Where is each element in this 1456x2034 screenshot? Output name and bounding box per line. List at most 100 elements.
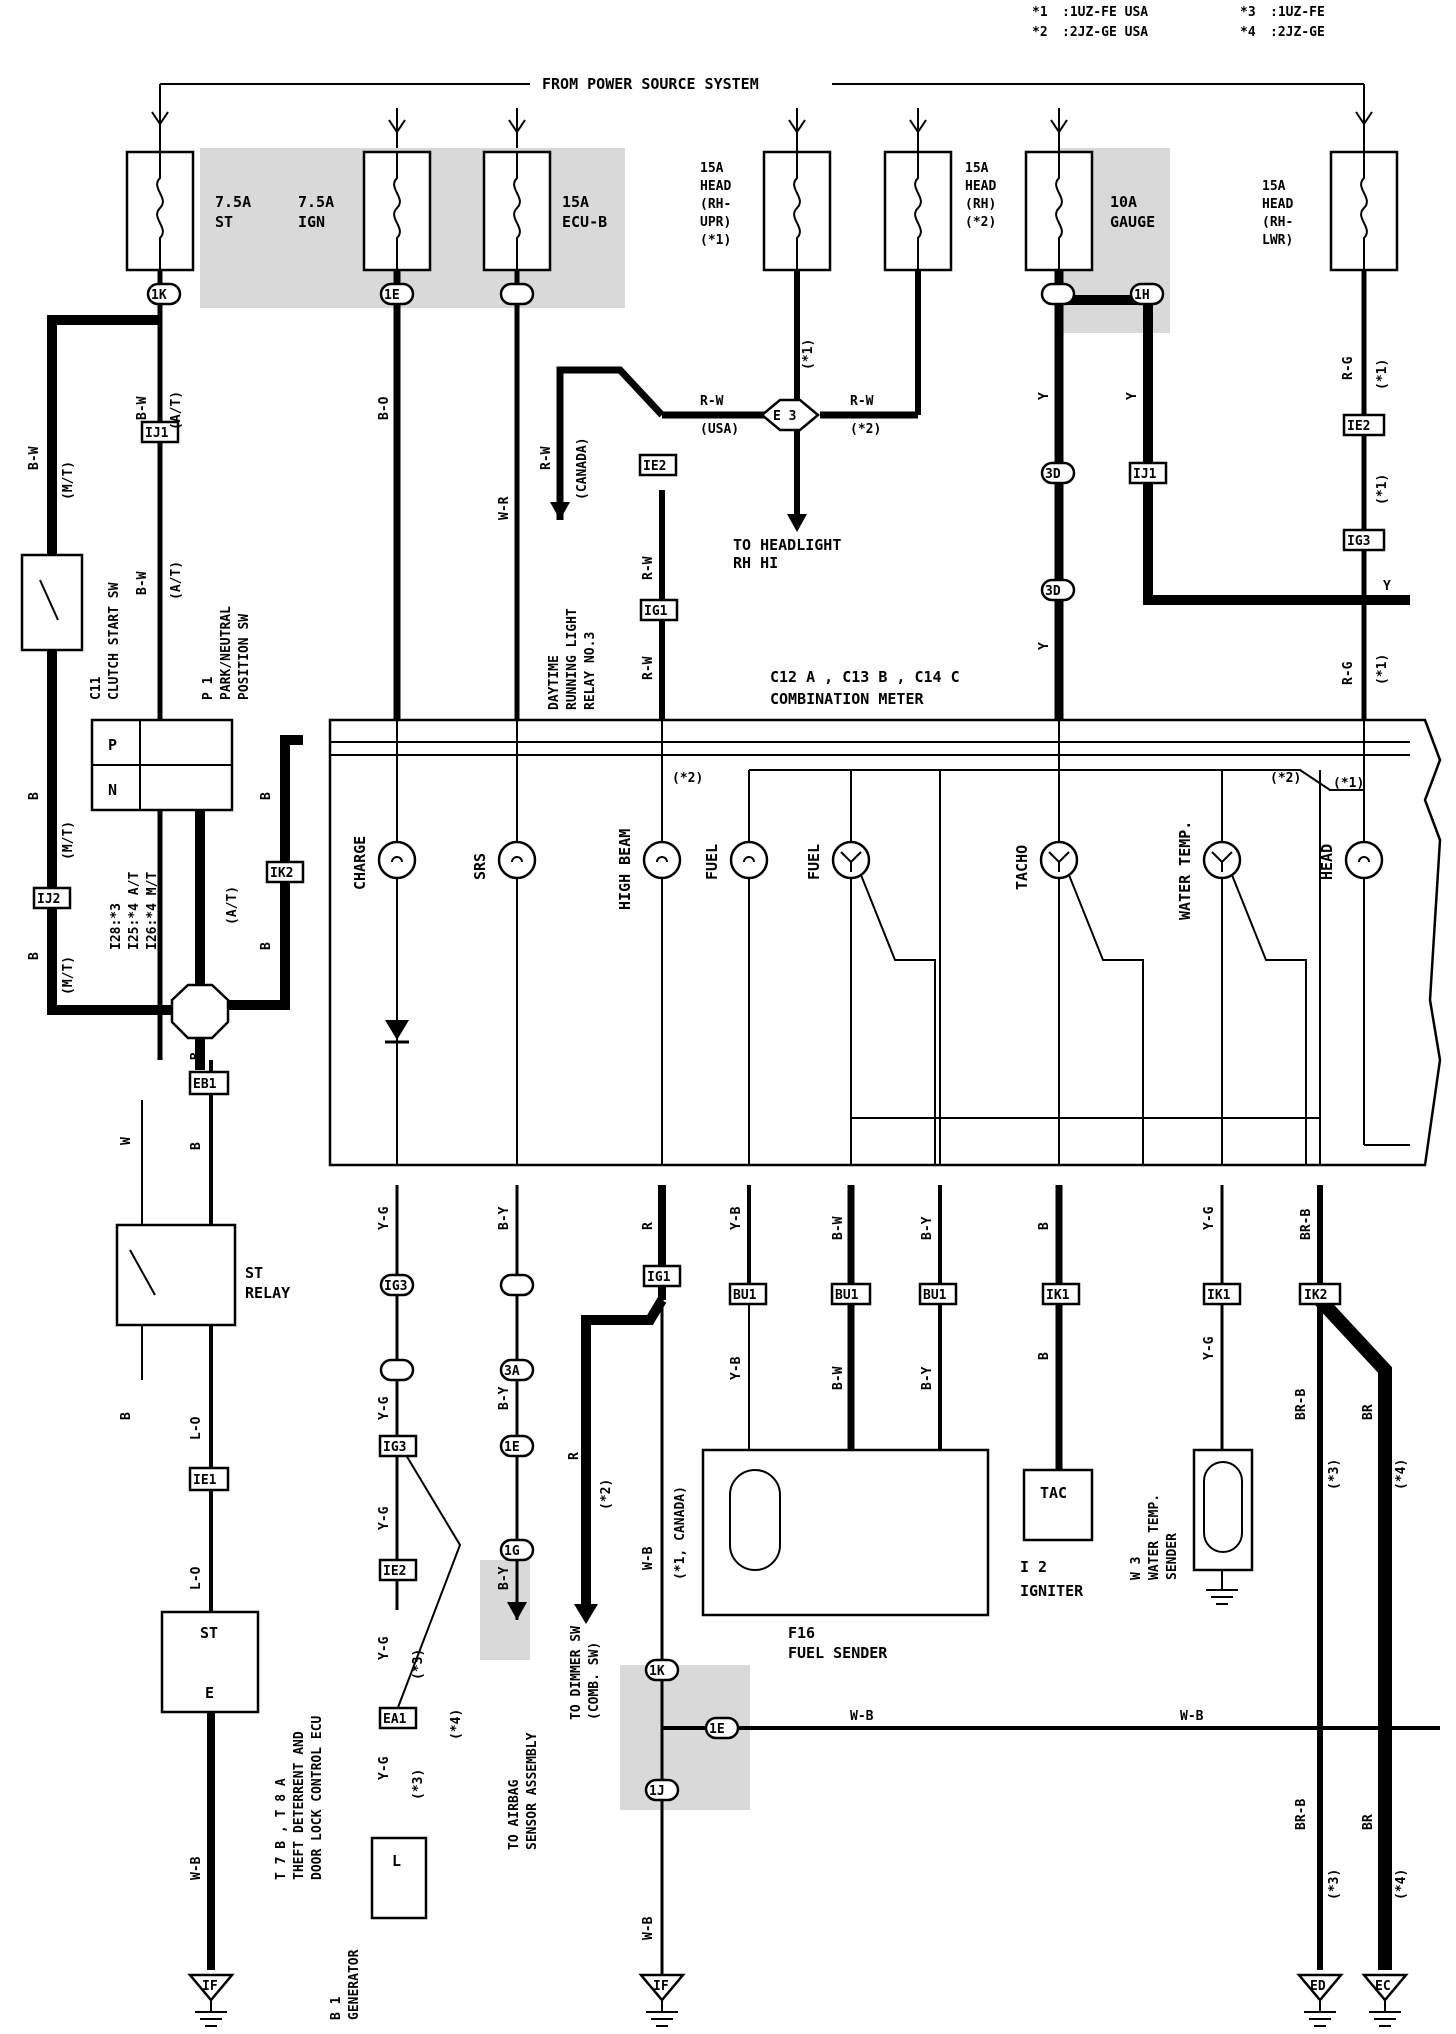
wire-color: B <box>1037 1352 1052 1360</box>
junction-e3: E 3 <box>760 398 820 532</box>
note: (*3) <box>1327 1459 1342 1490</box>
wire-color: Y-G <box>377 1396 392 1420</box>
note: I26:*4 M/T <box>145 872 160 950</box>
connector-label: 3A <box>504 1364 520 1379</box>
connector-label: EA1 <box>383 1712 407 1727</box>
arrow-down-icon <box>550 502 570 520</box>
component-name: DAYTIME <box>547 655 562 710</box>
connector-label: IJ1 <box>1133 467 1157 482</box>
wire-color: Y-G <box>377 1636 392 1660</box>
fuse-st: 7.5A ST <box>125 150 251 272</box>
wire-color: Y <box>1125 392 1140 400</box>
component-name: WATER TEMP. <box>1147 1494 1162 1580</box>
pin-label: L <box>392 1852 401 1870</box>
headlight-rh-hi: TO HEADLIGHT RH HI <box>733 536 841 572</box>
fuse-label: UPR) <box>700 215 731 230</box>
meter-title: COMBINATION METER <box>770 690 924 708</box>
junction-note: I28:*3 I25:*4 A/T I26:*4 M/T <box>109 872 160 950</box>
component-name: TO HEADLIGHT <box>733 536 841 554</box>
connectors <box>32 282 1386 1802</box>
note: (*2) <box>1270 771 1301 786</box>
wire-color: R-W <box>700 394 724 409</box>
fuse-label: 15A <box>965 161 989 176</box>
wire-color: W-B <box>1180 1709 1204 1724</box>
ground-label: EC <box>1375 1979 1391 1994</box>
fuse-ecu-b: 15A ECU-B <box>482 150 607 272</box>
ground-icon: IF <box>187 1973 235 2027</box>
srs-lamp-icon <box>497 840 537 880</box>
wire-color: W-B <box>641 1916 656 1940</box>
component-name: RELAY NO.3 <box>583 632 598 710</box>
wire-color: B-W <box>831 1366 846 1390</box>
fuse-label: 15A <box>700 161 724 176</box>
component-ref: P 1 <box>201 676 216 700</box>
note: (USA) <box>700 422 739 437</box>
connector-label: BU1 <box>733 1288 757 1303</box>
wire-color: W <box>119 1137 134 1145</box>
note: (A/T) <box>169 391 184 430</box>
note: (*4) <box>1394 1869 1409 1900</box>
fuse-ign: 7.5A IGN <box>298 150 432 272</box>
wire-color: B-Y <box>920 1366 935 1390</box>
connector-label: IJ2 <box>37 892 60 907</box>
connector-label: 3D <box>1045 584 1061 599</box>
fuse-name: ECU-B <box>562 213 607 231</box>
legend-text: :1UZ-FE USA <box>1062 5 1148 20</box>
fuse-name: ST <box>215 213 233 231</box>
note: (*1) <box>801 339 816 370</box>
igniter: TAC I 2 IGNITER <box>1020 1468 1094 1600</box>
arrow-down-icon <box>574 1604 598 1624</box>
note: (CANADA) <box>575 437 590 500</box>
note: I28:*3 <box>109 903 124 950</box>
pin-label: TAC <box>1040 1484 1067 1502</box>
wire-color: B-W <box>27 446 42 470</box>
wire-color: Y-G <box>377 1756 392 1780</box>
fuse-head-rh-upr: 15A HEAD (RH- UPR) (*1) <box>700 150 832 272</box>
connector-label: IK2 <box>270 866 293 881</box>
wire-color: B-W <box>831 1216 846 1240</box>
note: (*1) <box>1333 776 1364 791</box>
tacho-gauge-icon <box>1039 840 1079 880</box>
note: (A/T) <box>225 886 240 925</box>
fuse-name: GAUGE <box>1110 213 1155 231</box>
connector-label: 3D <box>1045 467 1061 482</box>
wire-color: Y-G <box>1202 1206 1217 1230</box>
connector-label: IK2 <box>1304 1288 1327 1303</box>
water-temp-sender: W 3 WATER TEMP. SENDER <box>1129 1448 1254 1580</box>
fuse-label: (RH) <box>965 197 996 212</box>
note: (M/T) <box>61 956 76 995</box>
fuse-name: IGN <box>298 213 325 231</box>
component-name: IGNITER <box>1020 1582 1084 1600</box>
wire-color: Y <box>1037 392 1052 400</box>
fuse-label: HEAD <box>965 179 996 194</box>
component-name: GENERATOR <box>347 1949 362 2020</box>
component-name: CLUTCH START SW <box>107 582 122 700</box>
gauge-label: HIGH BEAM <box>616 829 634 910</box>
wire-color: B <box>259 942 274 950</box>
wire-color: B-O <box>377 396 392 420</box>
wire-color: R-W <box>641 556 656 580</box>
meter-ref: C12 A , C13 B , C14 C <box>770 668 960 686</box>
charge-lamp-icon <box>377 840 417 880</box>
note: (*2) <box>672 771 703 786</box>
gauge-label: FUEL <box>805 844 823 880</box>
note: (*2) <box>599 1479 614 1510</box>
fuel-gauge-icon <box>831 840 871 880</box>
fuse-label: LWR) <box>1262 233 1293 248</box>
combination-meter: C12 A , C13 B , C14 C COMBINATION METER <box>328 668 1442 1167</box>
legend-text: :1UZ-FE <box>1270 5 1325 20</box>
theft-deterrent-ecu: ST E T 7 B , T 8 A THEFT DETERRENT AND D… <box>160 1610 325 1880</box>
pin-label: E <box>205 1684 214 1702</box>
wire-color: B <box>27 952 42 960</box>
note: (*3) <box>1327 1869 1342 1900</box>
connector-label: EB1 <box>193 1077 217 1092</box>
wire-color: Y <box>1037 642 1052 650</box>
svg-text:P: P <box>108 736 117 754</box>
component-ref: I 2 <box>1020 1558 1047 1576</box>
gauge-label: TACHO <box>1013 845 1031 890</box>
connector-label: IG1 <box>644 604 668 619</box>
component-name: RH HI <box>733 554 778 572</box>
fuse-head-rh: 15A HEAD (RH) (*2) <box>883 150 996 272</box>
connector-label: IG3 <box>383 1440 406 1455</box>
note: (M/T) <box>61 821 76 860</box>
